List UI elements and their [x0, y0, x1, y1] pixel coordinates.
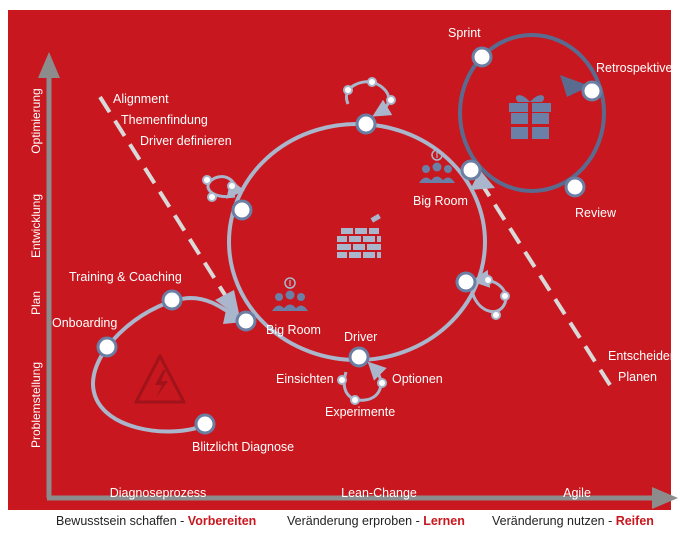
node-big-room-right [460, 159, 482, 181]
agile-circle [458, 33, 606, 193]
bottom-label-vorbereiten: Bewusstsein schaffen - Vorbereiten [56, 514, 256, 528]
decision-arrowhead [470, 170, 495, 190]
node-right [455, 271, 477, 293]
y-axis-arrow [38, 52, 60, 78]
y-label-plan: Plan [29, 290, 43, 316]
agile-arrowhead [560, 75, 590, 97]
phase-lean-change: Lean-Change [341, 486, 417, 500]
label-blitzlicht-diagnose: Blitzlicht Diagnose [192, 440, 295, 454]
mini-cycle-top [344, 80, 393, 117]
warning-icon [134, 354, 186, 404]
brick-wall-icon [337, 213, 381, 258]
node-blitzlicht [194, 413, 216, 435]
diagram-background [8, 10, 671, 510]
x-axis-arrow [652, 487, 678, 509]
label-entscheiden: Entscheiden [608, 349, 677, 363]
label-einsichten: Einsichten [276, 372, 334, 386]
label-themenfindung: Themenfindung [121, 113, 208, 127]
team-idea-icon [272, 277, 308, 311]
node-sprint [471, 46, 493, 68]
label-optionen: Optionen [392, 372, 443, 386]
label-planen: Planen [618, 370, 657, 384]
label-big-room-right: Big Room [413, 194, 468, 208]
label-retrospektive: Retrospektive [596, 61, 673, 75]
label-alignment: Alignment [113, 92, 169, 106]
mini-cycle-bottom [342, 361, 387, 402]
team-idea-icon-2 [419, 149, 455, 183]
node-top [355, 113, 377, 135]
mini-dots [202, 77, 510, 405]
label-sprint: Sprint [448, 26, 481, 40]
label-training-coaching: Training & Coaching [69, 270, 182, 284]
bottom-label-reifen-bold: Reifen [615, 514, 654, 528]
label-driver-definieren: Driver definieren [140, 134, 232, 148]
node-driver [348, 346, 370, 368]
label-experimente: Experimente [325, 405, 396, 419]
label-driver: Driver [344, 330, 378, 344]
nodes [96, 46, 603, 435]
y-label-optimierung: Optimierung [29, 88, 43, 154]
bottom-label-lernen-bold: Lernen [423, 514, 465, 528]
axes [38, 52, 678, 509]
node-training [161, 289, 183, 311]
bottom-label-reifen-text: Veränderung nutzen - [492, 514, 616, 528]
node-onboarding [96, 336, 118, 358]
bottom-label-lernen-text: Veränderung erproben - [287, 514, 424, 528]
bottom-label-reifen: Veränderung nutzen - Reifen [492, 514, 654, 528]
node-big-room-left [235, 310, 257, 332]
node-retrospektive [581, 80, 603, 102]
y-label-problemstellung: Problemstellung [29, 361, 43, 449]
alignment-dashed-line [98, 95, 234, 308]
phase-agile: Agile [563, 486, 591, 500]
bottom-label-vorbereiten-bold: Vorbereiten [187, 514, 257, 528]
node-left [231, 199, 253, 221]
y-label-entwicklung: Entwicklung [29, 193, 43, 259]
label-onboarding: Onboarding [52, 316, 118, 330]
alignment-arrowhead [215, 290, 240, 318]
label-big-room-left: Big Room [266, 323, 321, 337]
bottom-label-lernen: Veränderung erproben - Lernen [287, 514, 465, 528]
label-review: Review [575, 206, 616, 220]
node-review [564, 176, 586, 198]
phase-diagnoseprozess: Diagnoseprozess [109, 486, 207, 500]
bottom-label-vorbereiten-text: Bewusstsein schaffen - [56, 514, 188, 528]
decision-dashed-line [481, 184, 612, 387]
gift-icon [509, 95, 551, 139]
